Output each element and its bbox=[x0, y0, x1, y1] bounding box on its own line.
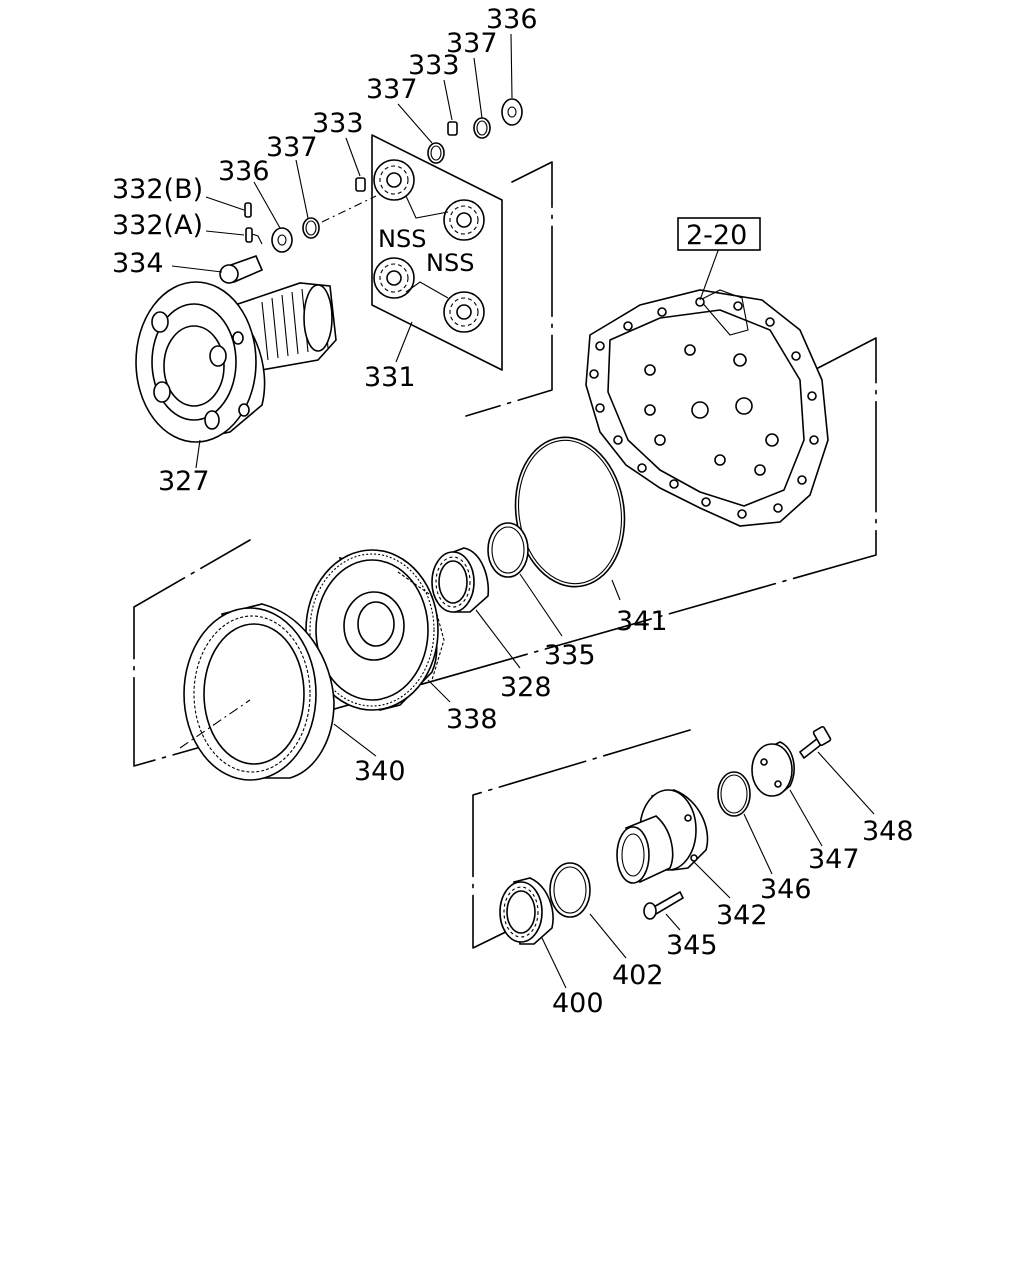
cover-347 bbox=[751, 741, 795, 797]
ring-337-mid bbox=[427, 142, 445, 164]
callout-341: 341 bbox=[616, 606, 668, 637]
callout-336-left: 336 bbox=[218, 156, 270, 187]
reference-box-2-20: 2-20 bbox=[677, 217, 761, 251]
leader-lines bbox=[171, 33, 875, 989]
bolt-348 bbox=[798, 726, 832, 760]
housing-2-20 bbox=[585, 289, 829, 527]
callout-337-left: 337 bbox=[266, 132, 318, 163]
callout-333-mid: 333 bbox=[312, 108, 364, 139]
callout-342: 342 bbox=[716, 900, 768, 931]
frame-upper bbox=[465, 161, 553, 417]
reference-label: 2-20 bbox=[686, 220, 747, 251]
frame-lower bbox=[472, 729, 691, 949]
callout-nss-1: NSS bbox=[378, 225, 426, 253]
callout-332a: 332(A) bbox=[112, 210, 203, 241]
gear-338 bbox=[305, 549, 445, 711]
needle-333-right bbox=[447, 121, 458, 136]
callout-337-mid: 337 bbox=[366, 74, 418, 105]
callout-347: 347 bbox=[808, 844, 860, 875]
callout-nss-2: NSS bbox=[426, 249, 474, 277]
pinion-gear-3 bbox=[373, 257, 415, 299]
flange-342 bbox=[616, 789, 709, 884]
o-ring-346 bbox=[717, 771, 751, 817]
washer-336-right bbox=[501, 98, 523, 126]
needle-333-left bbox=[355, 177, 366, 192]
callout-333-top: 333 bbox=[408, 50, 460, 81]
bearing-328 bbox=[431, 547, 490, 613]
callout-402: 402 bbox=[612, 960, 664, 991]
callout-346: 346 bbox=[760, 874, 812, 905]
o-ring-341 bbox=[514, 436, 626, 588]
snap-ring-335 bbox=[487, 522, 529, 578]
ring-gear-340 bbox=[179, 603, 335, 781]
snap-ring-402 bbox=[549, 862, 591, 918]
callout-332b: 332(B) bbox=[112, 174, 203, 205]
callout-340: 340 bbox=[354, 756, 406, 787]
pinion-kit-box bbox=[371, 134, 503, 371]
callout-335: 335 bbox=[544, 640, 596, 671]
ring-337-left bbox=[302, 217, 320, 239]
pin-332b bbox=[244, 202, 252, 218]
pinion-shaft-334 bbox=[219, 254, 264, 284]
callout-334: 334 bbox=[112, 248, 164, 279]
pinion-gear-4 bbox=[443, 291, 485, 333]
washer-336-left bbox=[271, 227, 293, 253]
callout-338: 338 bbox=[446, 704, 498, 735]
callout-348: 348 bbox=[862, 816, 914, 847]
callout-328: 328 bbox=[500, 672, 552, 703]
bearing-400 bbox=[499, 877, 554, 945]
ring-337-right bbox=[473, 117, 491, 139]
callout-336-top: 336 bbox=[486, 4, 538, 35]
callout-337-top: 337 bbox=[446, 28, 498, 59]
callout-400: 400 bbox=[552, 988, 604, 1019]
callout-327: 327 bbox=[158, 466, 210, 497]
pin-332a bbox=[245, 227, 253, 243]
pinion-gear-2 bbox=[443, 199, 485, 241]
bolt-345 bbox=[643, 890, 685, 920]
planet-carrier-327 bbox=[135, 281, 337, 443]
pinion-gear-1 bbox=[373, 159, 415, 201]
callout-345: 345 bbox=[666, 930, 718, 961]
frame-middle bbox=[133, 337, 877, 767]
callout-331: 331 bbox=[364, 362, 416, 393]
